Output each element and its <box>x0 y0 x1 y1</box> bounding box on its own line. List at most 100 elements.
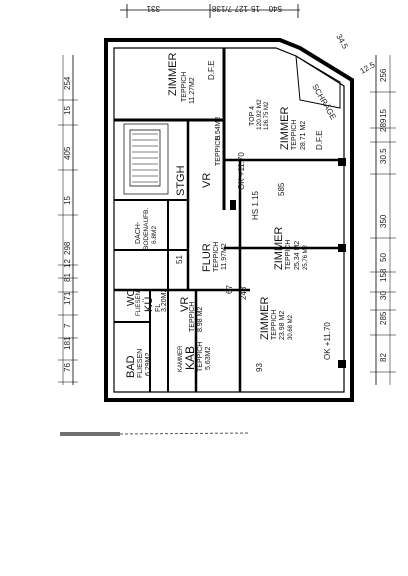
mark-243: 243 <box>239 286 248 300</box>
room-vr-bottom-area: 8.98 M2 <box>197 307 204 332</box>
room-vr-bottom-floor: TEPPICH <box>189 302 196 332</box>
outer-walls <box>104 38 354 402</box>
room-zimmer-mid-area2: 25.76 M2 <box>303 244 309 270</box>
right-dim-3: 15 <box>63 196 72 205</box>
left-dim-1: 289 <box>379 118 388 132</box>
room-top4-area: 120.92 M2 <box>256 99 263 130</box>
corner-dim-0: 34.5 <box>334 33 350 51</box>
right-dim-6: 81 <box>63 273 72 282</box>
room-zimmer-top-floor: TEPPICH <box>181 72 188 102</box>
stair <box>123 123 169 195</box>
room-flur: FLUR TEPPICH 11.97M2 <box>201 242 228 272</box>
right-dim-0: 254 <box>63 76 72 90</box>
room-kue: KÜ FL 3.20M2 <box>143 289 168 312</box>
right-dim-4: 298 <box>63 241 72 255</box>
interior-walls <box>114 48 344 392</box>
top-dim-1: 7/138 <box>211 4 232 13</box>
left-dim-7: 285 <box>379 311 388 325</box>
room-vr-top-floor: TEPPICH <box>215 136 222 166</box>
room-vr-top-name: VR <box>201 173 213 188</box>
room-zimmer-top-name: ZIMMER <box>167 53 179 96</box>
room-zimmer-bottom-floor: TEPPICH <box>271 310 278 340</box>
room-top4-name: TOP 4 <box>249 106 256 126</box>
right-dim-10: 76 <box>63 363 72 372</box>
left-dimension-line <box>375 55 391 385</box>
left-dim-2: 30.5 <box>379 148 388 164</box>
room-zimmer-nw-name: ZIMMER <box>279 107 291 150</box>
mark-schraege: SCHRÄGE <box>310 83 338 122</box>
wall-markers <box>230 158 346 368</box>
room-kue-name: KÜ <box>143 297 155 312</box>
room-zimmer-nw-area: 28.71 M2 <box>300 121 307 150</box>
room-zimmer-bottom: ZIMMER TEPPICH 23.98 M2 30.68 M2 <box>259 297 294 340</box>
room-flur-area: 11.97M2 <box>221 243 228 270</box>
room-kue-floor: FL <box>155 304 162 312</box>
top-dim-3: 15 <box>251 4 260 13</box>
room-stgh-name: STGH <box>175 165 187 196</box>
room-zimmer-bottom-area2: 30.68 M2 <box>288 314 294 340</box>
room-bad-area: 6.29M2 <box>145 353 152 376</box>
left-dim-8: 82 <box>379 353 388 362</box>
mark-hs: HS 1.15 <box>251 191 260 220</box>
right-dim-5: 12 <box>63 259 72 268</box>
room-zimmer-top: ZIMMER TEPPICH 11.27M2 <box>167 53 196 104</box>
room-zimmer-nw-floor: TEPPICH <box>291 120 298 150</box>
top-dim-4: 540 <box>268 4 282 13</box>
room-top4-area2: 126.75 M2 <box>264 101 270 130</box>
left-dim-3: 350 <box>379 214 388 228</box>
room-bad-name: BAD <box>125 355 137 378</box>
room-bad: BAD FLIESEN 6.29M2 <box>125 349 152 378</box>
room-flur-floor: TEPPICH <box>213 242 220 272</box>
left-dim-9: 15 <box>379 109 388 118</box>
mark-ok-2: OK +11.70 <box>323 322 332 360</box>
mark-585: 585 <box>277 182 286 196</box>
right-dimension-line <box>62 55 74 385</box>
bay-window <box>295 55 341 109</box>
room-vr-bottom: VR TEPPICH 8.98 M2 <box>179 297 204 332</box>
room-kab-name: KAB <box>183 346 197 370</box>
room-zimmer-mid-name: ZIMMER <box>273 227 285 270</box>
left-dim-0: 256 <box>379 68 388 82</box>
room-wc: WC FLIESEN <box>126 289 142 316</box>
room-kab-floor: TEPPICH <box>197 342 204 372</box>
room-bad-floor: FLIESEN <box>137 349 144 378</box>
corner-dim-1: 12.5 <box>359 60 377 76</box>
right-dim-7: 171 <box>63 291 72 305</box>
room-dachboden-name2: BODENAUFB. <box>143 208 150 250</box>
room-kue-area: 3.20M2 <box>161 289 168 312</box>
right-dim-8: 7 <box>63 323 72 328</box>
left-dim-4: 50 <box>379 253 388 262</box>
mark-dfe-1: D.F.E <box>207 60 216 80</box>
mark-ok-1: OK +11.70 <box>237 152 246 190</box>
mark-93: 93 <box>255 363 264 372</box>
room-kab-area: 5.63M2 <box>205 347 212 370</box>
left-dim-6: 30 <box>379 291 388 300</box>
room-kab: KAMMER KAB TEPPICH 5.63M2 <box>178 342 212 372</box>
right-dim-9: 181 <box>63 336 72 350</box>
room-vr-bottom-name: VR <box>179 297 191 312</box>
scan-smudge <box>60 432 251 436</box>
right-dim-2: 405 <box>63 146 72 160</box>
top-dim-0: 331 <box>146 4 160 13</box>
room-dachboden: DACH- BODENAUFB. 6.8M2 <box>135 208 158 250</box>
mark-dfe-2: D.F.E <box>315 130 324 150</box>
top-dimension-line: 331 7/138 127 15 540 <box>120 4 300 18</box>
room-zimmer-bottom-name: ZIMMER <box>259 297 271 340</box>
room-zimmer-mid-floor: TEPPICH <box>285 240 292 270</box>
room-zimmer-nw: ZIMMER TEPPICH 28.71 M2 <box>279 107 307 150</box>
room-vr-top: VR TEPPICH 5.54M2 <box>201 117 222 188</box>
room-flur-name: FLUR <box>201 243 213 272</box>
room-kab-sub: KAMMER <box>178 345 184 372</box>
mark-51: 51 <box>175 255 184 264</box>
right-dim-1: 15 <box>63 106 72 115</box>
mark-67: 67 <box>225 285 234 294</box>
room-zimmer-top-area: 11.27M2 <box>189 77 196 104</box>
room-zimmer-bottom-area: 23.98 M2 <box>279 311 286 340</box>
room-zimmer-mid-area: 25.34 M2 <box>294 241 301 270</box>
left-dim-5: 158 <box>379 268 388 282</box>
room-zimmer-mid: ZIMMER TEPPICH 25.34 M2 25.76 M2 <box>273 227 309 270</box>
room-top4: TOP 4 120.92 M2 126.75 M2 <box>249 99 270 130</box>
corner-dimensions: 34.5 12.5 <box>334 33 377 76</box>
room-stgh: STGH <box>175 165 187 196</box>
